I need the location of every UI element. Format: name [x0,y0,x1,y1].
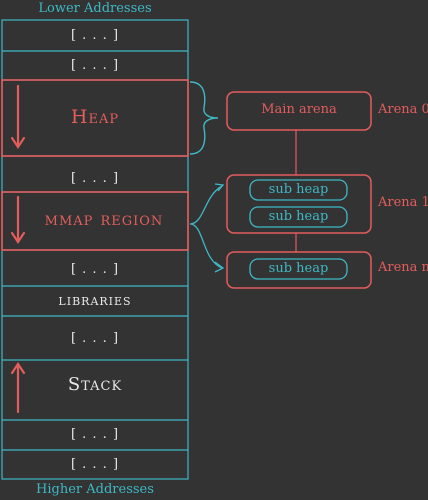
sub-heap-label: sub heap [268,209,329,224]
arena0-box [226,91,372,131]
sub-heap-label: sub heap [268,261,329,276]
sub-heap-pill [249,206,348,228]
mmap-to-arena1-arrow [189,185,223,225]
sub-heap-pill [249,258,348,280]
lower-addresses-label: Lower Addresses [38,1,152,16]
segment-gap-label: [ . . . ] [70,457,120,472]
heap-down-arrow [10,84,26,149]
segment-gap-label: [ . . . ] [70,427,120,442]
segment-gap-label: [ . . . ] [70,262,120,277]
stack-label: Stack [67,374,123,395]
arena1-box [226,174,372,234]
heap-label: Heap [70,106,120,128]
arena0-label: Arena 0 [378,102,428,117]
heap-segment [1,79,189,157]
arenan-box [226,251,372,289]
mmap-to-arenan-arrowhead [214,261,225,273]
mmap-region-label: mmap region [44,208,164,230]
segment-gap-label: [ . . . ] [70,28,120,43]
mmap-down-arrow [10,195,26,244]
arena1-label: Arena 1 [378,195,428,210]
segment-gap-label: [ . . . ] [70,58,120,73]
main-arena-label: Main arena [261,102,337,117]
mmap-to-arena1-arrowhead [214,183,225,192]
mmap-to-arenan-arrow [189,223,223,269]
sub-heap-label: sub heap [268,182,329,197]
stack-up-arrow [10,362,26,414]
sub-heap-pill [249,179,348,201]
libraries-label: libraries [58,290,132,309]
heap-brace [189,81,219,155]
segment-gap-label: [ . . . ] [70,331,120,346]
higher-addresses-label: Higher Addresses [36,482,154,497]
arenan-label: Arena n [378,260,428,275]
segment-gap-label: [ . . . ] [70,171,120,186]
mmap-segment [1,191,189,251]
